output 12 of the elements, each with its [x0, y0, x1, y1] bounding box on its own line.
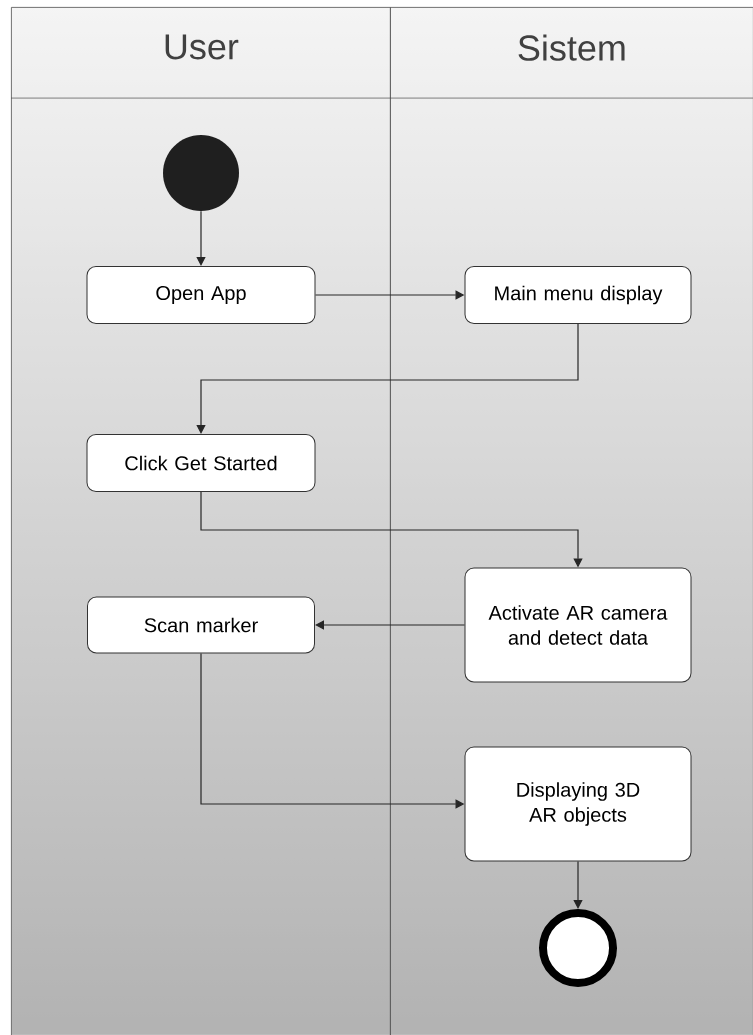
action-box: Scan marker: [87, 596, 315, 654]
arrow: [196, 210, 206, 266]
start-node: [163, 135, 239, 211]
action-box: Displaying 3D AR objects: [464, 746, 692, 862]
action-box: Open App: [86, 266, 316, 324]
end-node: [539, 909, 617, 987]
arrow: [196, 323, 579, 434]
action-box: Click Get Started: [86, 434, 316, 492]
arrow: [315, 620, 466, 630]
action-box: Main menu display: [464, 266, 692, 324]
action-box: Activate AR camera and detect data: [464, 567, 692, 683]
arrow: [573, 860, 583, 909]
